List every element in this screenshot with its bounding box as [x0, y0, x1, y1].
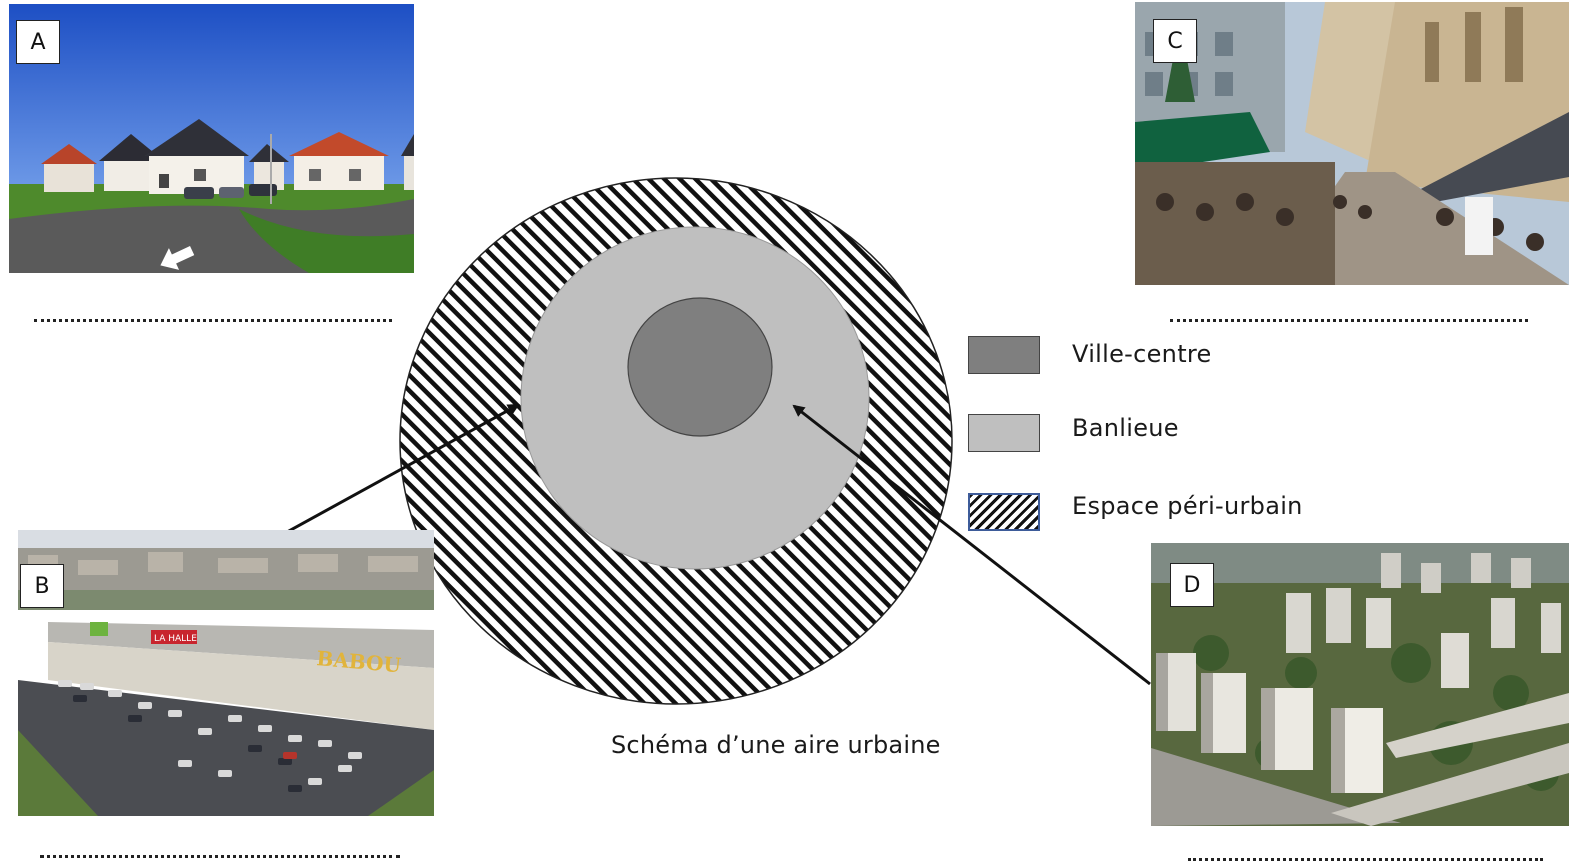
answer-line-b [40, 855, 400, 858]
legend-swatch-banlieue [968, 414, 1040, 452]
label-b: B [20, 564, 64, 608]
legend-label-banlieue: Banlieue [1072, 414, 1179, 442]
photo-d-housing-towers [1151, 543, 1569, 826]
label-a: A [16, 20, 60, 64]
legend-label-ville-centre: Ville-centre [1072, 340, 1212, 368]
arrow-d-to-center [792, 404, 1151, 686]
photo-b-retail-park: LA HALLE BABOU [18, 530, 434, 816]
answer-line-d [1188, 858, 1543, 861]
answer-line-c [1170, 319, 1528, 322]
label-d: D [1170, 563, 1214, 607]
legend-label-peri-urbain: Espace péri-urbain [1072, 492, 1303, 520]
photo-a-housing-estate [9, 4, 414, 273]
answer-line-a [34, 319, 392, 322]
photo-c-city-center-street [1135, 2, 1569, 285]
legend-swatch-peri-urbain [968, 493, 1040, 531]
label-c: C [1153, 19, 1197, 63]
store-sign-la-halle: LA HALLE [154, 634, 197, 644]
city-center [627, 297, 773, 437]
legend-swatch-ville-centre [968, 336, 1040, 374]
diagram-caption: Schéma d’une aire urbaine [611, 731, 941, 759]
